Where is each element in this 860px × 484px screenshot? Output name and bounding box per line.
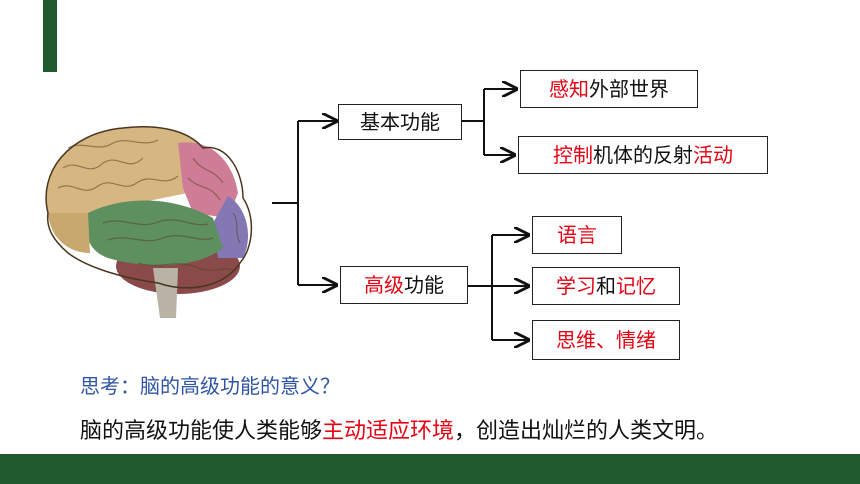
question-text: 思考：脑的高级功能的意义？: [80, 374, 340, 398]
memory-text: 记忆: [616, 274, 656, 298]
footer-bar: [0, 454, 860, 484]
answer-highlight: 主动适应环境: [322, 419, 455, 444]
title-accent-bar: [43, 0, 57, 72]
answer-before: 脑的高级功能使人类能够: [80, 419, 323, 444]
control-reflex-box: 控制机体的反射活动: [518, 136, 768, 174]
thinking-emotion-text: 思维、情绪: [556, 328, 656, 352]
control-text: 控制: [553, 143, 593, 167]
advanced-function-label-rest: 功能: [404, 273, 444, 297]
and-text: 和: [596, 274, 616, 298]
learning-text: 学习: [556, 274, 596, 298]
basic-function-box: 基本功能: [338, 104, 462, 140]
activity-text: 活动: [693, 143, 733, 167]
learning-memory-box: 学习和记忆: [532, 267, 680, 305]
answer-after: ，创造出灿烂的人类文明。: [454, 419, 719, 444]
language-box: 语言: [532, 216, 622, 254]
perceive-text: 感知: [549, 77, 589, 101]
body-reflex-text: 机体的反射: [593, 143, 693, 167]
outside-world-text: 外部世界: [589, 77, 669, 101]
brain-illustration: [45, 126, 253, 318]
basic-function-label: 基本功能: [360, 110, 440, 134]
thinking-emotion-box: 思维、情绪: [532, 320, 680, 360]
advanced-function-box: 高级功能: [340, 266, 468, 304]
perceive-outside-box: 感知外部世界: [520, 70, 698, 108]
language-text: 语言: [557, 223, 597, 247]
answer-text: 脑的高级功能使人类能够主动适应环境，创造出灿烂的人类文明。: [80, 413, 718, 445]
advanced-function-label-red: 高级: [364, 273, 404, 297]
